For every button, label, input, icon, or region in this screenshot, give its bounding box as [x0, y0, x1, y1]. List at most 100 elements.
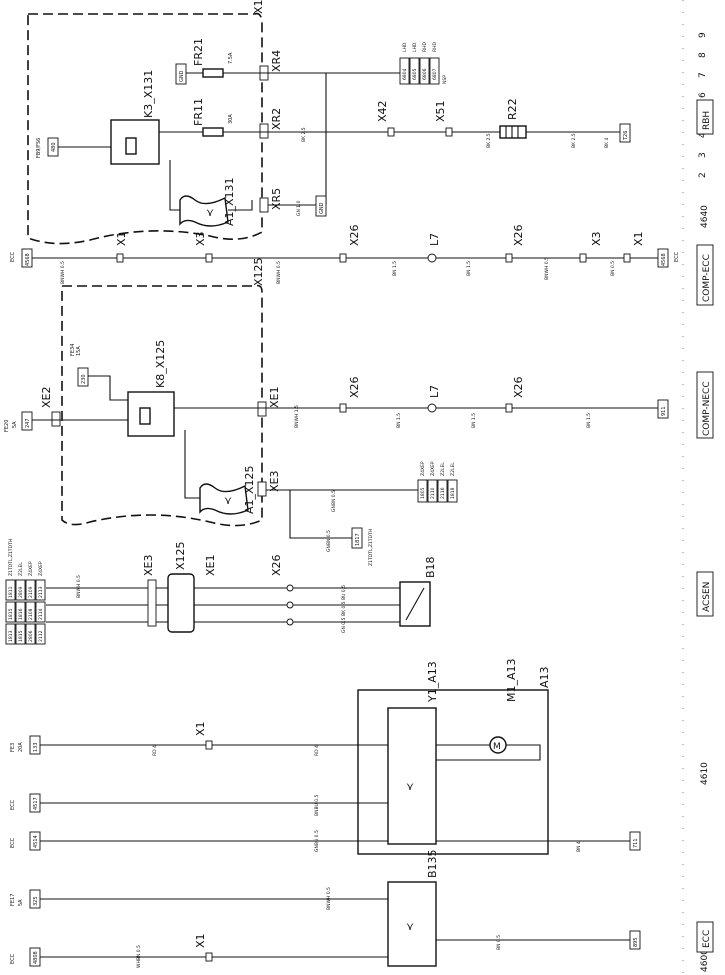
svg-text:LHD: LHD [402, 42, 408, 52]
svg-text:X26: X26 [348, 376, 361, 398]
svg-text:Z2LEL: Z2LEL [18, 562, 24, 576]
svg-text:4808: 4808 [33, 951, 39, 964]
module-outline-x125 [61, 284, 263, 527]
ruler-tick: 2 [698, 172, 708, 178]
ruler-tick: 3 [698, 152, 708, 158]
section-title: COMP-NECC [702, 381, 712, 436]
svg-text:480: 480 [51, 142, 57, 152]
svg-text:BK 0.5: BK 0.5 [341, 601, 347, 616]
svg-text:BNWH 0.5: BNWH 0.5 [276, 261, 282, 284]
svg-text:15A: 15A [76, 346, 82, 356]
svg-text:T26: T26 [623, 131, 629, 141]
svg-text:BN 1.5: BN 1.5 [396, 413, 402, 428]
connector-xe1 [257, 401, 267, 417]
motor-label-m1: M1_A13 [505, 658, 518, 702]
ruler-tick: 4 [698, 132, 708, 138]
section-title: RBH [702, 111, 712, 130]
svg-text:Z2LEL: Z2LEL [450, 462, 456, 476]
sensor-label-b135: B135 [426, 849, 439, 878]
connector-label-xe3: XE3 [268, 471, 281, 492]
module-outline-x131 [27, 12, 263, 245]
svg-text:BK 2.5: BK 2.5 [571, 133, 577, 148]
connector-xr2 [259, 123, 269, 139]
svg-text:4517: 4517 [33, 797, 39, 810]
svg-text:X1: X1 [194, 933, 207, 948]
svg-text:6805: 6805 [412, 68, 418, 80]
section-title: COMP-ECC [702, 254, 712, 302]
ground-box-rbh-2 [315, 195, 327, 217]
connector-acsen-x125 [167, 573, 195, 633]
svg-text:2108: 2108 [28, 608, 34, 620]
svg-text:5A: 5A [18, 899, 24, 906]
option-code-block-rbh: 6804 6805 6806 6807 LHD LHD RHD RHD NSP [399, 41, 448, 85]
svg-text:Z4XEP: Z4XEP [28, 561, 34, 576]
comp-ecc-section: 4568 ECC 4568 ECC X1 X3 X26 L7 X26 X3 X1… [10, 224, 680, 284]
section-title: ACSEN [702, 582, 712, 612]
svg-text:1816: 1816 [18, 608, 24, 620]
svg-text:2112: 2112 [38, 630, 44, 642]
svg-text:BNWH 0.5: BNWH 0.5 [76, 575, 82, 598]
svg-text:LHD: LHD [412, 42, 418, 52]
ground-box-rbh-1 [175, 63, 187, 85]
svg-text:911: 911 [661, 406, 667, 416]
svg-text:711: 711 [633, 838, 639, 848]
svg-text:247: 247 [25, 418, 31, 428]
inline-label-x42: X42 [376, 100, 389, 122]
b135-section: 325 FE17 5A ⋎ B135 4808 ECC X1 895 BNWH … [10, 849, 641, 968]
inline-connector-x51 [445, 127, 453, 137]
svg-text:X125: X125 [174, 541, 187, 570]
svg-text:20A: 20A [18, 742, 24, 752]
svg-text:⋎: ⋎ [406, 780, 414, 793]
module-label-x125: X125 [252, 257, 265, 286]
ground-box-911 [657, 399, 669, 419]
relay-k8-x125 [127, 391, 175, 437]
svg-text:BNBU 0.5: BNBU 0.5 [314, 794, 320, 816]
svg-text:1815: 1815 [18, 630, 24, 642]
svg-text:Z1TDTL,Z1TDTH: Z1TDTL,Z1TDTH [368, 529, 374, 566]
inline-connector-x42 [387, 127, 395, 137]
svg-text:RD 4: RD 4 [152, 745, 158, 756]
svg-text:BNWH 1.5: BNWH 1.5 [294, 405, 300, 428]
svg-text:GND: GND [179, 70, 185, 82]
svg-text:2109: 2109 [28, 586, 34, 598]
svg-text:BK 2.5: BK 2.5 [301, 127, 307, 142]
svg-text:X26: X26 [270, 554, 283, 576]
fuse-label-fr21: FR21 [192, 38, 205, 66]
ground-box-895 [629, 930, 641, 950]
fuse-label-fr11: FR11 [192, 98, 205, 126]
svg-text:L7: L7 [428, 233, 441, 246]
svg-text:325: 325 [33, 896, 39, 906]
section-title: ECC [702, 930, 712, 948]
svg-text:1805: 1805 [420, 487, 426, 499]
terminal-box-t26 [619, 123, 631, 143]
ruler-tick: 8 [698, 52, 708, 58]
relay-label-k3: K3_X131 [142, 70, 155, 118]
svg-text:BN 1.5: BN 1.5 [586, 413, 592, 428]
valve-y1-a13 [387, 707, 437, 845]
acsen-code-block: 1811 2809 2109 2113 1815 1816 2108 2114 … [5, 539, 46, 645]
section-scale: 9 8 7 6 5 4 3 2 4640 4630 4620 4610 4600… [682, 0, 714, 975]
svg-text:2113: 2113 [38, 586, 44, 598]
svg-text:4568: 4568 [25, 253, 31, 266]
ecc-box-right [657, 248, 669, 268]
svg-text:X3: X3 [590, 231, 603, 246]
svg-text:FE3: FE3 [10, 743, 16, 752]
rbh-section: X131 K3_X131 480 FB9/FS6 ⋎ A1_X131 FR21 … [27, 0, 631, 245]
svg-text:BN 1.5: BN 1.5 [392, 261, 398, 276]
svg-text:⋎: ⋎ [206, 206, 214, 219]
svg-text:X3: X3 [194, 231, 207, 246]
control-label-a1-x125: A1_X125 [243, 465, 256, 514]
svg-text:GND: GND [319, 202, 325, 214]
ruler-tick: 7 [698, 72, 708, 78]
connector-label-xe2: XE2 [40, 387, 53, 408]
svg-text:X26: X26 [512, 224, 525, 246]
svg-text:4514: 4514 [33, 835, 39, 848]
svg-text:1813: 1813 [8, 630, 14, 642]
svg-text:WHBN 0.5: WHBN 0.5 [136, 945, 142, 968]
svg-text:X26: X26 [512, 376, 525, 398]
svg-text:895: 895 [633, 937, 639, 947]
svg-text:ECC: ECC [10, 837, 16, 848]
ground-box-711 [629, 831, 641, 851]
svg-text:X1: X1 [194, 721, 207, 736]
svg-text:BN 4: BN 4 [576, 841, 582, 852]
